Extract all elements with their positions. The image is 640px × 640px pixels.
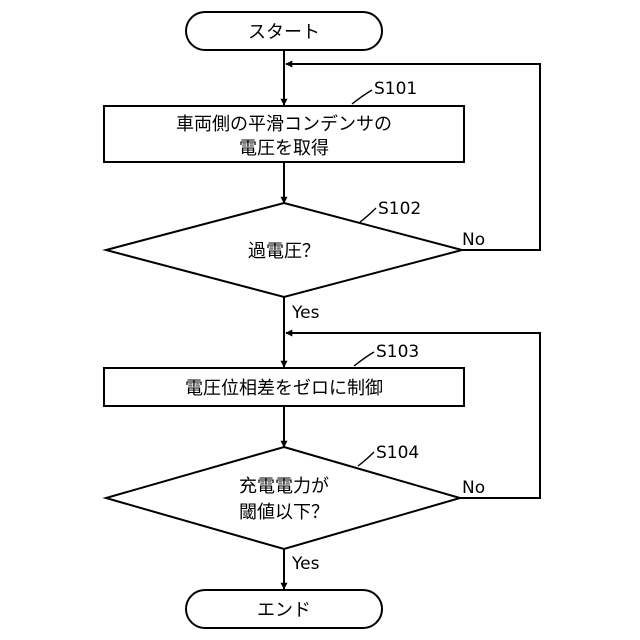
start-label: スタート bbox=[248, 22, 320, 43]
step-id-s101: S101 bbox=[374, 79, 417, 99]
s102-yes-label: Yes bbox=[291, 303, 320, 323]
step-s104-line1: 充電電力が bbox=[239, 476, 329, 497]
step-s102-line1: 過電圧？ bbox=[248, 241, 320, 262]
leader-s103 bbox=[354, 352, 374, 366]
step-s104-line2: 閾値以下？ bbox=[239, 502, 329, 523]
step-id-s104: S104 bbox=[376, 443, 419, 463]
s102-no-label: No bbox=[462, 230, 485, 250]
leader-s104 bbox=[358, 452, 374, 466]
end-label: エンド bbox=[257, 600, 311, 621]
step-id-s103: S103 bbox=[376, 342, 419, 362]
step-s103: 電圧位相差をゼロに制御 bbox=[104, 368, 464, 406]
end-terminal: エンド bbox=[186, 590, 382, 628]
s104-no-label: No bbox=[462, 478, 485, 498]
step-s101-line2: 電圧を取得 bbox=[239, 138, 329, 159]
s104-yes-label: Yes bbox=[291, 554, 320, 574]
step-id-s102: S102 bbox=[378, 199, 421, 219]
leader-s101 bbox=[352, 90, 372, 104]
step-s103-line1: 電圧位相差をゼロに制御 bbox=[185, 378, 383, 399]
step-s101-line1: 車両側の平滑コンデンサの bbox=[176, 114, 392, 135]
start-terminal: スタート bbox=[186, 12, 382, 50]
step-s101: 車両側の平滑コンデンサの 電圧を取得 bbox=[104, 106, 464, 162]
leader-s102 bbox=[360, 208, 376, 222]
